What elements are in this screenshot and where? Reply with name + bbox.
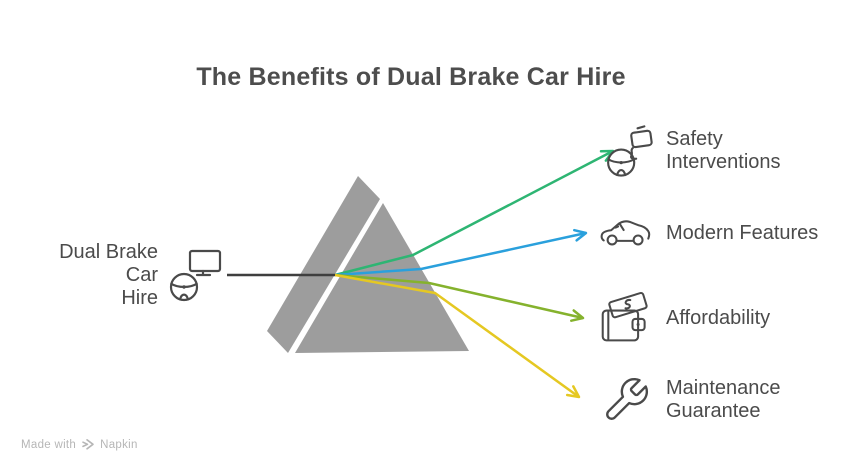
arrowhead-maintenance xyxy=(565,385,581,399)
steering-wheel-mirror-icon xyxy=(598,123,654,179)
watermark-brand: Napkin xyxy=(100,438,138,451)
watermark-text: Made with xyxy=(21,438,77,451)
benefit-label: Affordability xyxy=(666,306,771,329)
napkin-logo-icon xyxy=(82,439,94,450)
source-node: Dual Brake Car Hire xyxy=(26,241,231,309)
ray-maintenance xyxy=(334,273,580,399)
ray-affordability xyxy=(334,273,584,320)
benefit-label: Modern Features xyxy=(666,221,819,244)
arrowhead-modern-features xyxy=(573,228,588,242)
arrowhead-affordability xyxy=(570,309,585,322)
benefit-label: Maintenance Guarantee xyxy=(666,377,781,422)
watermark: Made with Napkin xyxy=(21,438,138,451)
benefit-item-modern-features: Modern Features xyxy=(598,208,818,258)
page-title: The Benefits of Dual Brake Car Hire xyxy=(196,62,626,91)
wrench-icon xyxy=(598,375,654,425)
car-icon xyxy=(598,216,654,250)
ray-modern-features xyxy=(334,231,587,277)
prism-left-sliver xyxy=(267,176,380,353)
benefit-label: Safety Interventions xyxy=(666,128,781,173)
benefit-item-safety: Safety Interventions xyxy=(598,120,781,182)
benefit-item-affordability: Affordability xyxy=(598,288,770,348)
ray-safety xyxy=(334,149,614,277)
benefit-item-maintenance: Maintenance Guarantee xyxy=(598,370,781,430)
steering-wheel-monitor-icon xyxy=(169,248,231,302)
source-label: Dual Brake Car Hire xyxy=(59,240,158,309)
wallet-banknote-icon xyxy=(598,290,654,346)
